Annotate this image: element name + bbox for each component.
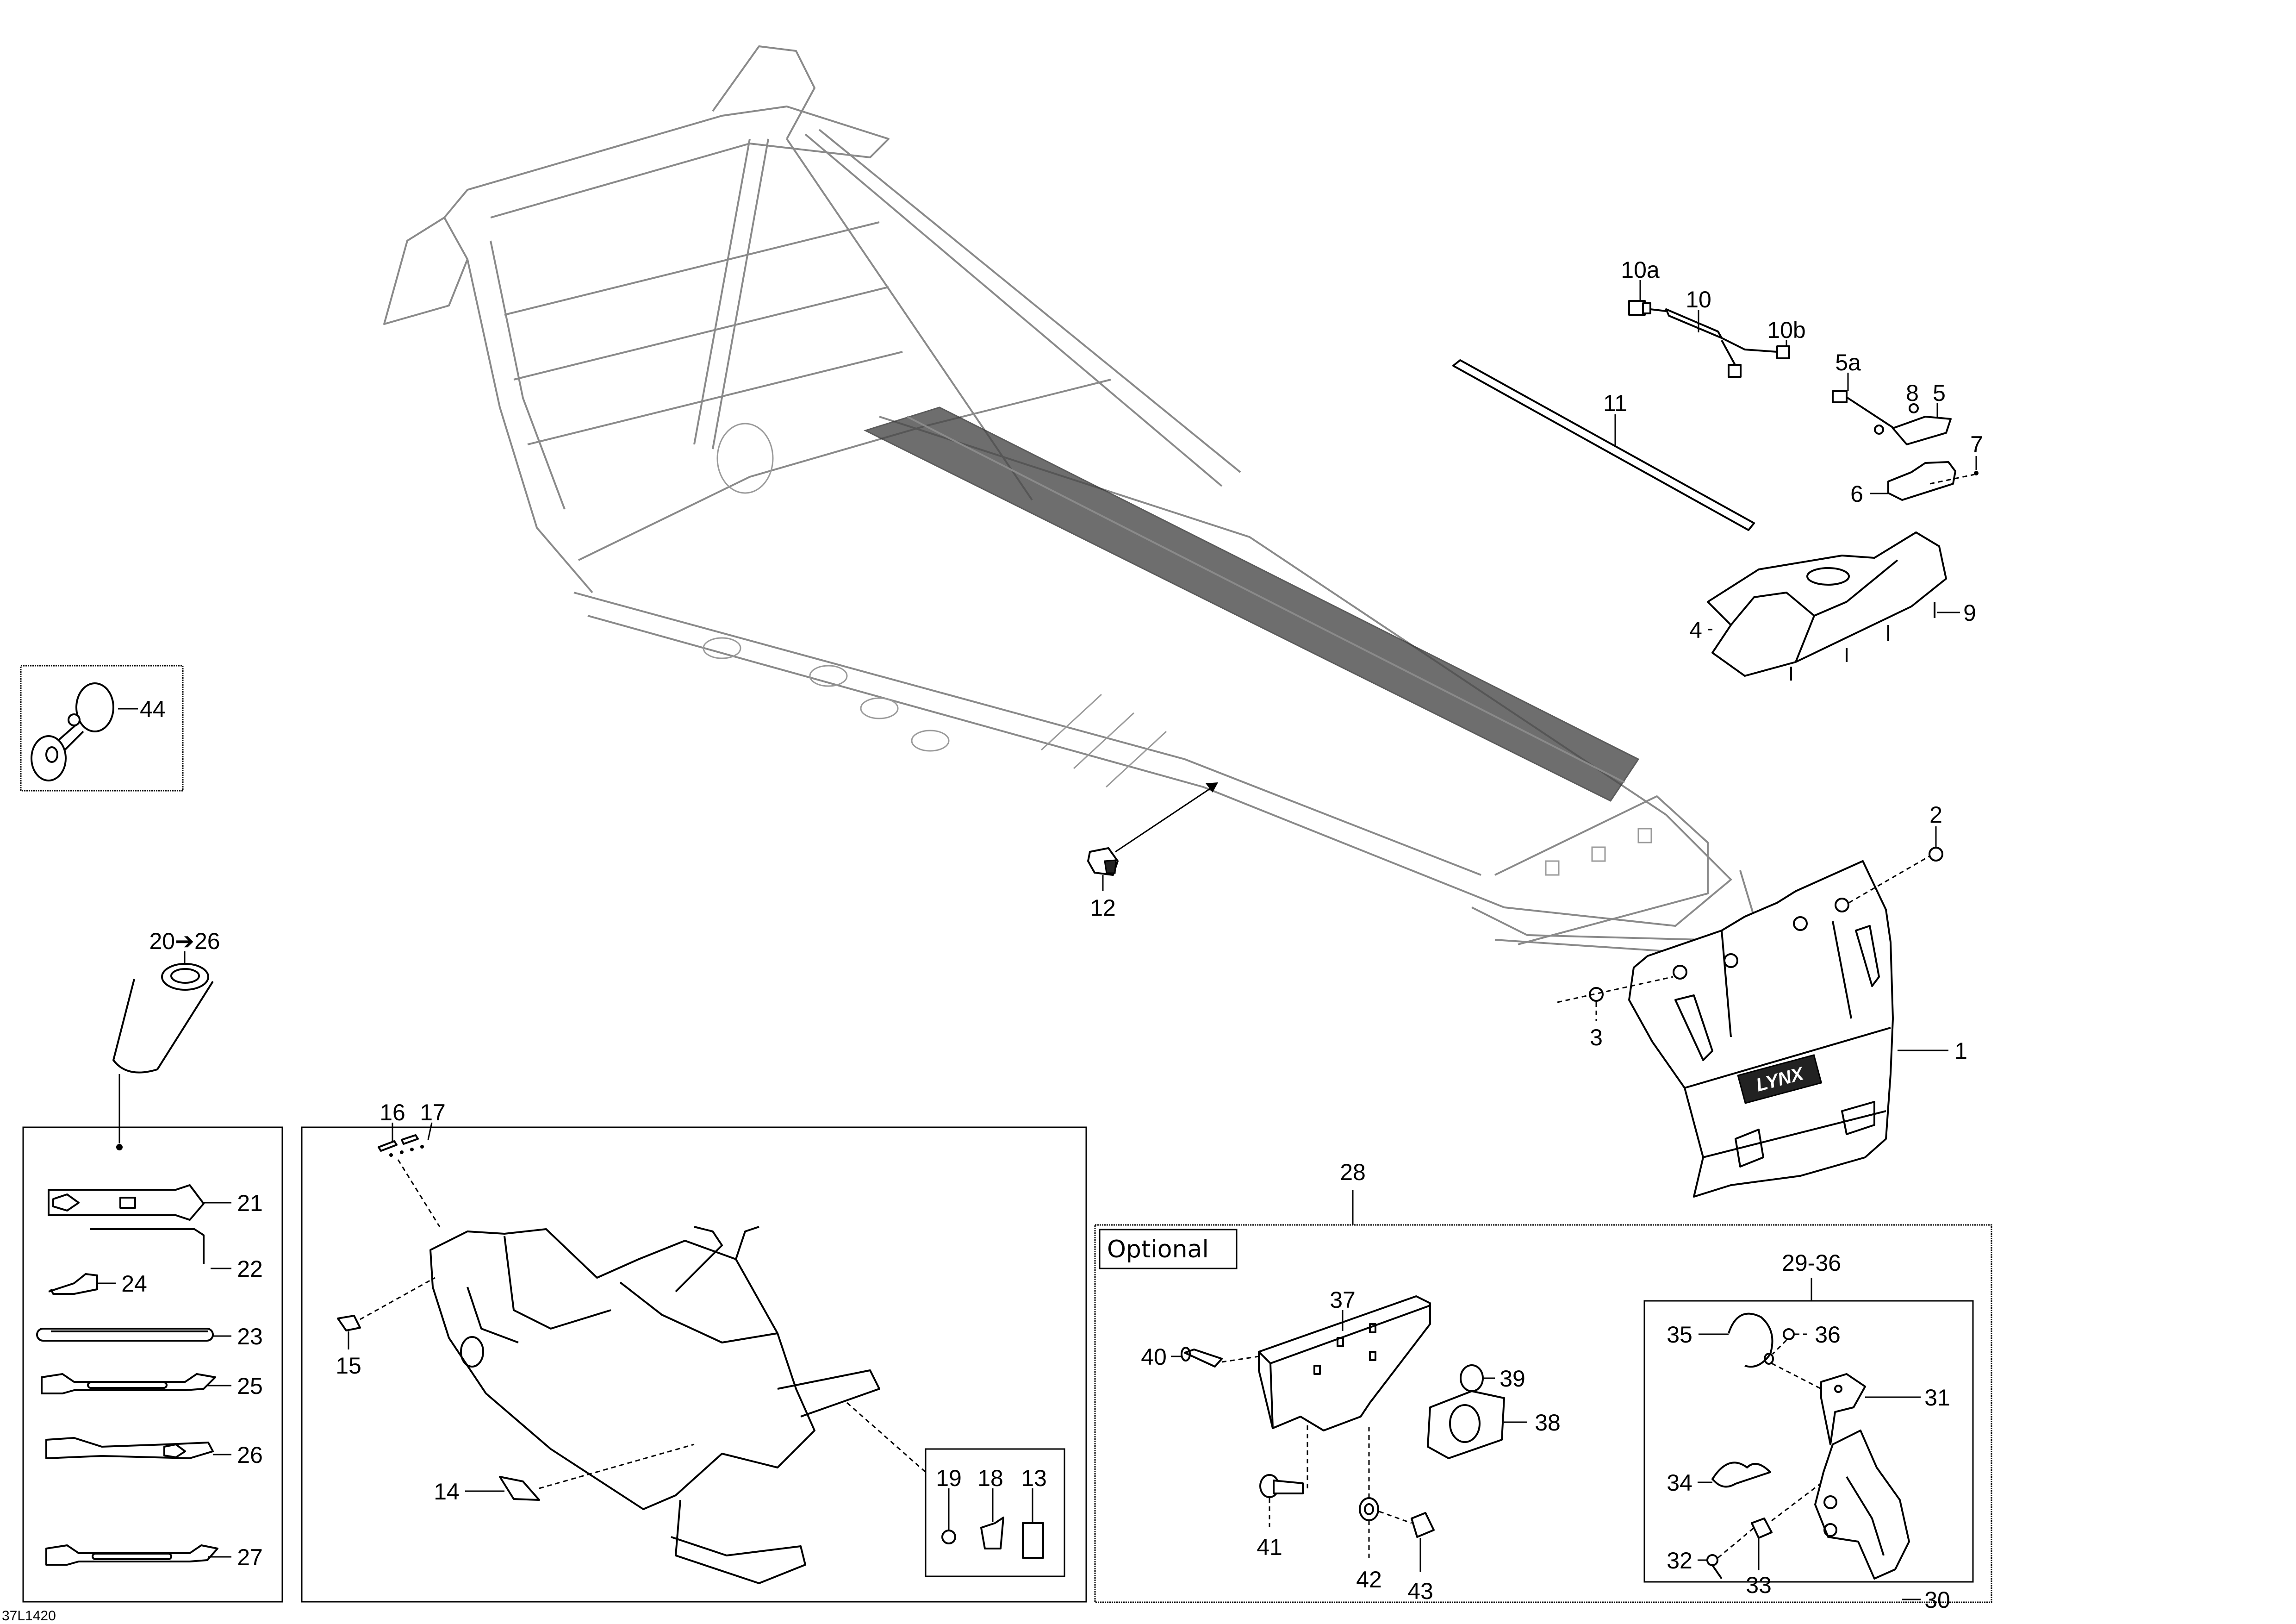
part-40-pin [1171,1347,1259,1368]
callout-11: 11 [1603,390,1627,416]
callout-8: 8 [1906,380,1919,406]
callout-23: 23 [237,1324,263,1349]
part-34-clip [1698,1462,1771,1488]
part-6-bracket [1870,456,1979,501]
callout-15: 15 [336,1353,361,1379]
part-22-hex-key [90,1228,231,1269]
callout-25: 25 [237,1373,263,1399]
callout-36: 36 [1815,1322,1841,1348]
callout-42: 42 [1356,1567,1382,1593]
callout-6: 6 [1850,481,1863,507]
part-41-bolt [1259,1421,1308,1527]
drawing-code: 37L1420 [2,1608,56,1624]
part-36-nut [1772,1328,1807,1355]
callout-9: 9 [1963,600,1976,626]
horn-inset-box [20,665,184,792]
part-33-pin [1751,1480,1824,1570]
optional-label: Optional [1107,1236,1209,1263]
callout-13: 13 [1021,1465,1047,1491]
optional-kit-box [1094,1224,1992,1603]
optional-label-box [1099,1229,1238,1269]
callout-27: 27 [237,1544,263,1570]
part-23-extension [36,1328,231,1342]
callout-10b: 10b [1767,317,1805,343]
decal-inset-box [301,1126,1087,1603]
callout-5a: 5a [1835,350,1861,375]
callout-20-26: 20➔26 [149,928,220,954]
callout-34: 34 [1667,1470,1692,1496]
part-19-18-13 [941,1488,1044,1559]
callout-2: 2 [1929,802,1942,828]
part-1-snow-flap: LYNX [1557,826,1948,1198]
chassis-frame-drawing [383,45,1755,955]
callout-30: 30 [1924,1587,1950,1613]
callout-28: 28 [1340,1159,1366,1185]
callout-7: 7 [1970,431,1983,457]
callout-35: 35 [1667,1322,1692,1348]
callout-38: 38 [1535,1410,1561,1436]
part-4-taillight-housing [1707,531,1960,681]
callout-5: 5 [1933,380,1946,406]
callout-24: 24 [121,1271,147,1297]
part-10-wiring-harness [1628,280,1790,378]
fastener-inset-box [925,1448,1065,1577]
tool-pouch-drawing [112,951,214,1150]
callout-12: 12 [1090,895,1116,921]
part-5-taillight [1832,373,1952,445]
part-39-spacer [1460,1364,1495,1392]
callout-21: 21 [237,1190,263,1216]
tool-kit-box [22,1126,283,1603]
part-15-decal [337,1277,436,1349]
part-27-open-wrench [45,1544,231,1566]
callout-33: 33 [1746,1572,1772,1598]
part-44-horn [31,682,138,781]
hitch-subkit-box [1643,1300,1974,1583]
callout-40: 40 [1141,1344,1167,1370]
part-24-hook-tool [48,1273,116,1295]
callout-44: 44 [140,696,166,722]
callout-3: 3 [1590,1024,1603,1050]
part-25-open-wrench [41,1373,231,1394]
callout-19: 19 [936,1465,962,1491]
part-30-hitch-body [1814,1430,1921,1600]
part-32-spring [1698,1527,1755,1580]
callout-4: 4 [1689,617,1702,643]
part-14-decal [465,1443,695,1501]
part-43-cap [1411,1512,1435,1572]
callout-10: 10 [1686,287,1711,312]
part-12-clip [1087,782,1218,891]
part-11-trim-strip [1452,359,1755,531]
part-42-nut [1359,1426,1412,1559]
part-38-plate [1427,1390,1527,1459]
callout-32: 32 [1667,1548,1692,1574]
callout-17: 17 [420,1099,446,1125]
callout-31: 31 [1924,1385,1950,1411]
callout-26: 26 [237,1442,263,1468]
part-31-latch [1820,1373,1921,1445]
fastener-leader [846,1402,926,1473]
callout-43: 43 [1407,1578,1433,1604]
snowmobile-outline [429,1226,880,1584]
callout-10a: 10a [1621,257,1660,283]
part-35-cable [1699,1312,1822,1390]
part-37-hitch-bracket [1258,1295,1431,1431]
callout-18: 18 [977,1465,1003,1491]
callout-1: 1 [1954,1038,1967,1064]
part-16-17-decals [378,1122,441,1227]
callout-37: 37 [1330,1287,1356,1313]
callout-22: 22 [237,1256,263,1282]
part-26-spanner [45,1437,231,1459]
part-21-wrench [48,1184,231,1221]
callout-41: 41 [1257,1534,1282,1560]
callout-14: 14 [434,1479,460,1505]
callout-29-36: 29-36 [1782,1250,1841,1276]
callout-39: 39 [1500,1366,1525,1392]
callout-16: 16 [380,1099,405,1125]
